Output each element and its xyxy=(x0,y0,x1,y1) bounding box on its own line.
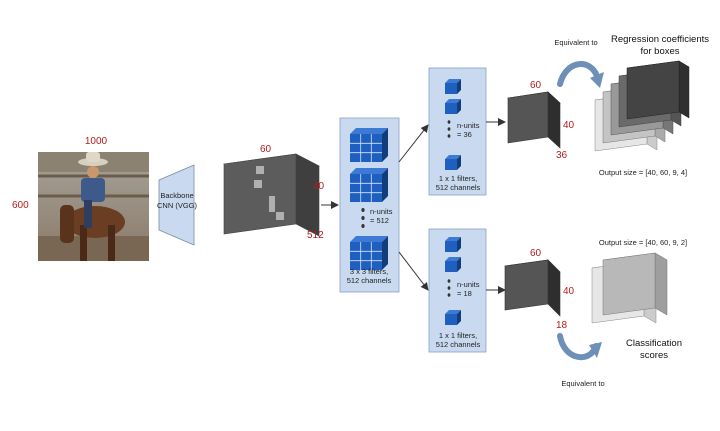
cls-output-height: 40 xyxy=(563,286,575,297)
cls-nunits-line2: = 18 xyxy=(457,289,472,298)
feature-map-depth: 512 xyxy=(307,230,324,241)
reg-nunits-line2: = 36 xyxy=(457,130,472,139)
ellipsis-dots-icon xyxy=(447,279,451,297)
reg-output-cuboid xyxy=(507,91,561,149)
curved-arrow-bottom-head-icon xyxy=(589,342,602,358)
cls-title-line1: Classification xyxy=(626,338,682,349)
reg-filter-1 xyxy=(445,79,461,94)
curved-arrow-top-head-icon xyxy=(590,72,604,88)
cls-filter-1 xyxy=(445,237,461,252)
reg-nunits-line1: n-units xyxy=(457,121,480,130)
ellipsis-dots-icon xyxy=(447,120,451,138)
conv3x3-desc-line1: 3 x 3 filters, xyxy=(350,267,388,276)
cls-output-width: 60 xyxy=(530,248,542,259)
reg-title-line2: for boxes xyxy=(640,46,679,57)
reg-output-width: 60 xyxy=(530,80,542,91)
conv3x3-nunits-line2: = 512 xyxy=(370,216,389,225)
conv3x3-filter-1 xyxy=(350,128,388,162)
conv3x3-nunits-line1: n-units xyxy=(370,207,393,216)
conv3x3-filter-3 xyxy=(350,236,388,270)
conv3x3-filter-2 xyxy=(350,168,388,202)
reg-title-line1: Regression coefficients xyxy=(611,34,709,45)
ellipsis-dots-icon xyxy=(361,208,365,228)
arrow-to-reg-branch xyxy=(398,124,429,163)
feature-map-height: 40 xyxy=(313,181,325,192)
input-image xyxy=(38,152,149,261)
feature-map-cuboid xyxy=(223,153,320,237)
cls-stacked-slabs xyxy=(591,252,668,324)
reg-desc-line2: 512 channels xyxy=(436,183,481,192)
cls-output-depth: 18 xyxy=(556,320,568,331)
arrow-to-cls-branch xyxy=(398,251,429,291)
cls-output-size: Output size = [40, 60, 9, 2] xyxy=(599,238,687,247)
cls-filter-3 xyxy=(445,310,461,325)
reg-filter-3 xyxy=(445,155,461,170)
reg-desc-line1: 1 x 1 filters, xyxy=(439,174,477,183)
input-height-label: 600 xyxy=(12,200,29,211)
input-width-label: 1000 xyxy=(85,136,108,147)
backbone-label-line2: CNN (VGG) xyxy=(157,201,198,210)
backbone-cnn-block xyxy=(158,164,195,246)
cls-desc-line1: 1 x 1 filters, xyxy=(439,331,477,340)
reg-output-depth: 36 xyxy=(556,150,568,161)
cls-output-cuboid xyxy=(504,259,561,317)
equivalent-to-bottom: Equivalent to xyxy=(561,379,604,388)
conv3x3-desc-line2: 512 channels xyxy=(347,276,392,285)
reg-filter-2 xyxy=(445,99,461,114)
cls-title-line2: scores xyxy=(640,350,668,361)
backbone-label-line1: Backbone xyxy=(160,191,193,200)
reg-output-height: 40 xyxy=(563,120,575,131)
reg-stacked-slabs xyxy=(594,60,690,152)
cls-filter-2 xyxy=(445,257,461,272)
equivalent-to-top: Equivalent to xyxy=(554,38,597,47)
curved-arrow-top-icon xyxy=(557,61,600,87)
cls-nunits-line1: n-units xyxy=(457,280,480,289)
feature-map-width: 60 xyxy=(260,144,272,155)
cls-desc-line2: 512 channels xyxy=(436,340,481,349)
reg-output-size: Output size = [40, 60, 9, 4] xyxy=(599,168,687,177)
